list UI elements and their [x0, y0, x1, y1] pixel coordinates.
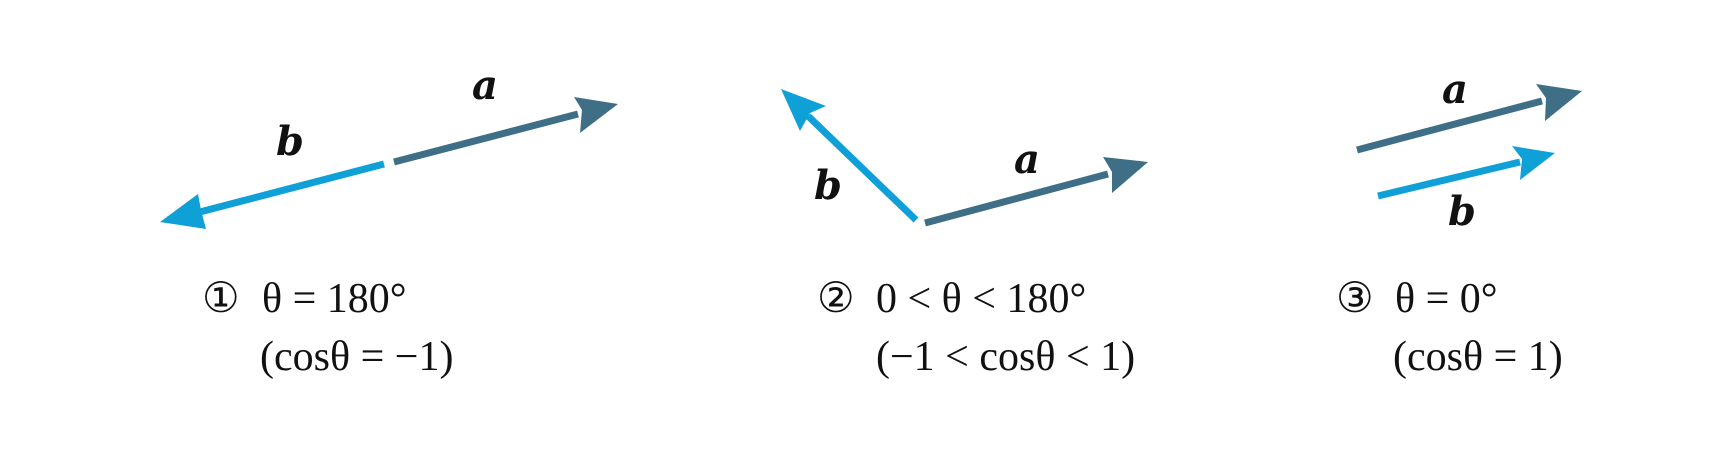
panel-1-vector-b-shaft: [195, 160, 385, 217]
panel-3-condition: ③ θ = 0°: [1336, 276, 1498, 322]
panel-3-condition-text: θ = 0°: [1395, 276, 1498, 322]
panel-3-cosine: (cosθ = 1): [1393, 334, 1563, 380]
panel-2: a b ② 0 < θ < 180° (−1 < cosθ < 1): [781, 89, 1148, 380]
panel-1-condition: ① θ = 180°: [202, 276, 407, 322]
panel-3-vector-b: [1377, 146, 1555, 200]
panel-1: a b ① θ = 180° (cosθ = −1): [160, 62, 618, 380]
panel-1-marker: ①: [202, 276, 240, 322]
panel-2-cosine: (−1 < cosθ < 1): [876, 334, 1135, 380]
panel-2-vector-b-arrowhead: [781, 89, 826, 131]
panel-2-vector-b: [781, 89, 919, 223]
panel-3-marker: ③: [1336, 276, 1374, 322]
panel-3-vector-b-shaft: [1377, 158, 1521, 200]
panel-1-vector-a-shaft: [393, 110, 579, 166]
panel-2-label-b: b: [814, 162, 842, 209]
panel-3-vector-b-arrowhead: [1512, 146, 1555, 180]
panel-3-vector-a: [1356, 84, 1582, 154]
panel-1-vector-b-arrowhead: [160, 194, 206, 229]
panel-1-cosine: (cosθ = −1): [260, 334, 453, 380]
panel-3-vector-a-shaft: [1356, 97, 1543, 154]
panel-2-condition-text: 0 < θ < 180°: [876, 276, 1086, 322]
panel-2-vector-b-shaft: [805, 113, 919, 223]
panel-1-vector-a: [393, 97, 618, 166]
panel-1-condition-text: θ = 180°: [262, 276, 407, 322]
panel-2-condition: ② 0 < θ < 180°: [817, 276, 1086, 322]
panel-2-vector-a: [924, 157, 1148, 227]
panel-1-vector-b: [160, 160, 385, 229]
panel-3-vector-a-arrowhead: [1536, 84, 1582, 121]
panel-1-label-b: b: [276, 118, 304, 165]
panel-2-label-a: a: [1014, 136, 1040, 183]
panel-3-label-a: a: [1442, 66, 1468, 113]
panel-2-marker: ②: [817, 276, 855, 322]
panel-2-vector-a-arrowhead: [1103, 157, 1148, 193]
panel-2-vector-a-shaft: [924, 170, 1109, 227]
panel-1-label-a: a: [472, 62, 498, 109]
panel-3: a b ③ θ = 0° (cosθ = 1): [1336, 66, 1582, 380]
panel-3-label-b: b: [1448, 188, 1476, 235]
panel-1-vector-a-arrowhead: [574, 97, 618, 133]
